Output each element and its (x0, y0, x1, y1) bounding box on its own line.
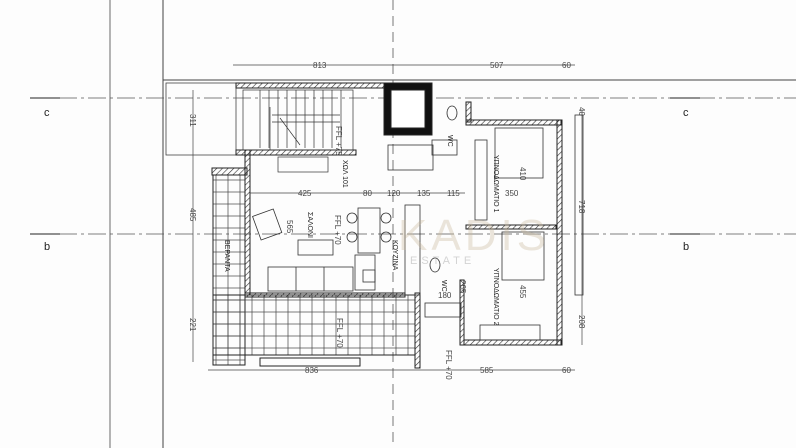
dim-interior: 80 (363, 189, 372, 198)
armchair (252, 208, 283, 241)
dim-top: 60 (562, 61, 571, 70)
dimension-labels: 813 507 60 836 585 60 311 485 221 718 20… (188, 61, 586, 375)
axis-label-c-left: c (44, 107, 50, 119)
dim-right: 40 (577, 107, 586, 116)
room-labels: ΣΑΛΟΝΙ ΚΟΥΖΙΝΑ ΥΠΝΟΔΩΜΑΤΙΟ 1 ΥΠΝΟΔΩΜΑΤΙΟ… (223, 126, 499, 380)
axis-label-c-right: c (683, 107, 689, 119)
bed-1 (494, 127, 544, 179)
dim-interior: 265 (458, 280, 467, 294)
dining-table (357, 207, 381, 254)
dim-interior: 565 (285, 220, 294, 234)
kitchen-counter (354, 254, 376, 291)
label-hall: ΧΩΛ 101 (341, 160, 348, 188)
label-living: ΣΑΛΟΝΙ (306, 212, 313, 238)
dim-interior: 135 (417, 189, 431, 198)
label-wc-1: WC (446, 135, 453, 147)
dim-left: 485 (188, 208, 197, 222)
level-mark: FFL +70 (335, 318, 344, 348)
dim-left: 311 (188, 114, 197, 127)
watermark: KADIS ESTATE (398, 211, 550, 267)
label-bedroom-1: ΥΠΝΟΔΩΜΑΤΙΟ 1 (492, 155, 499, 213)
dim-bottom: 60 (562, 366, 571, 375)
shower (431, 139, 458, 156)
toilet-1 (446, 105, 458, 121)
walls (235, 82, 563, 369)
dim-top: 813 (313, 61, 327, 70)
furniture (252, 105, 584, 341)
kitchen-unit (404, 204, 421, 296)
coffee-table (297, 239, 334, 256)
level-mark: FFL +70 (333, 215, 342, 245)
veranda (211, 167, 416, 367)
bed-2 (501, 231, 545, 281)
cooktop (362, 269, 376, 283)
watermark-brand: KADIS (398, 211, 550, 260)
wardrobe-strip (574, 114, 584, 296)
desk (479, 324, 541, 341)
dimension-lines (192, 64, 583, 371)
dim-top: 507 (490, 61, 504, 70)
sheet-frame (109, 0, 796, 448)
dim-bottom: 836 (305, 366, 319, 375)
dim-interior: 180 (438, 291, 452, 300)
label-wc-2: WC (440, 280, 447, 292)
dim-right: 718 (577, 200, 586, 214)
axis-markers: c c b b (30, 97, 700, 253)
dim-interior: 350 (505, 189, 519, 198)
sofa (267, 266, 354, 292)
watermark-sub: ESTATE (410, 255, 475, 267)
dim-interior: 455 (518, 285, 527, 299)
bathtub (424, 302, 462, 318)
dim-bottom: 585 (480, 366, 494, 375)
dim-right: 208 (577, 315, 586, 329)
axis-label-b-left: b (44, 241, 50, 253)
dim-left: 221 (188, 318, 197, 332)
dim-interior: 425 (298, 189, 312, 198)
dim-interior: 410 (518, 167, 527, 181)
closet (387, 144, 434, 171)
label-veranda: ΒΕΡΑΝΤΑ (223, 240, 230, 272)
label-bedroom-2: ΥΠΝΟΔΩΜΑΤΙΟ 2 (492, 268, 499, 326)
level-mark: FFL +75 (334, 126, 343, 156)
level-mark: FFL +70 (444, 350, 453, 380)
staircase (242, 89, 354, 173)
wardrobe-1 (474, 139, 488, 221)
dim-interior: 115 (447, 189, 460, 198)
toilet-2 (429, 257, 441, 273)
label-kitchen: ΚΟΥΖΙΝΑ (391, 240, 398, 271)
dim-interior: 120 (387, 189, 401, 198)
axis-label-b-right: b (683, 241, 689, 253)
